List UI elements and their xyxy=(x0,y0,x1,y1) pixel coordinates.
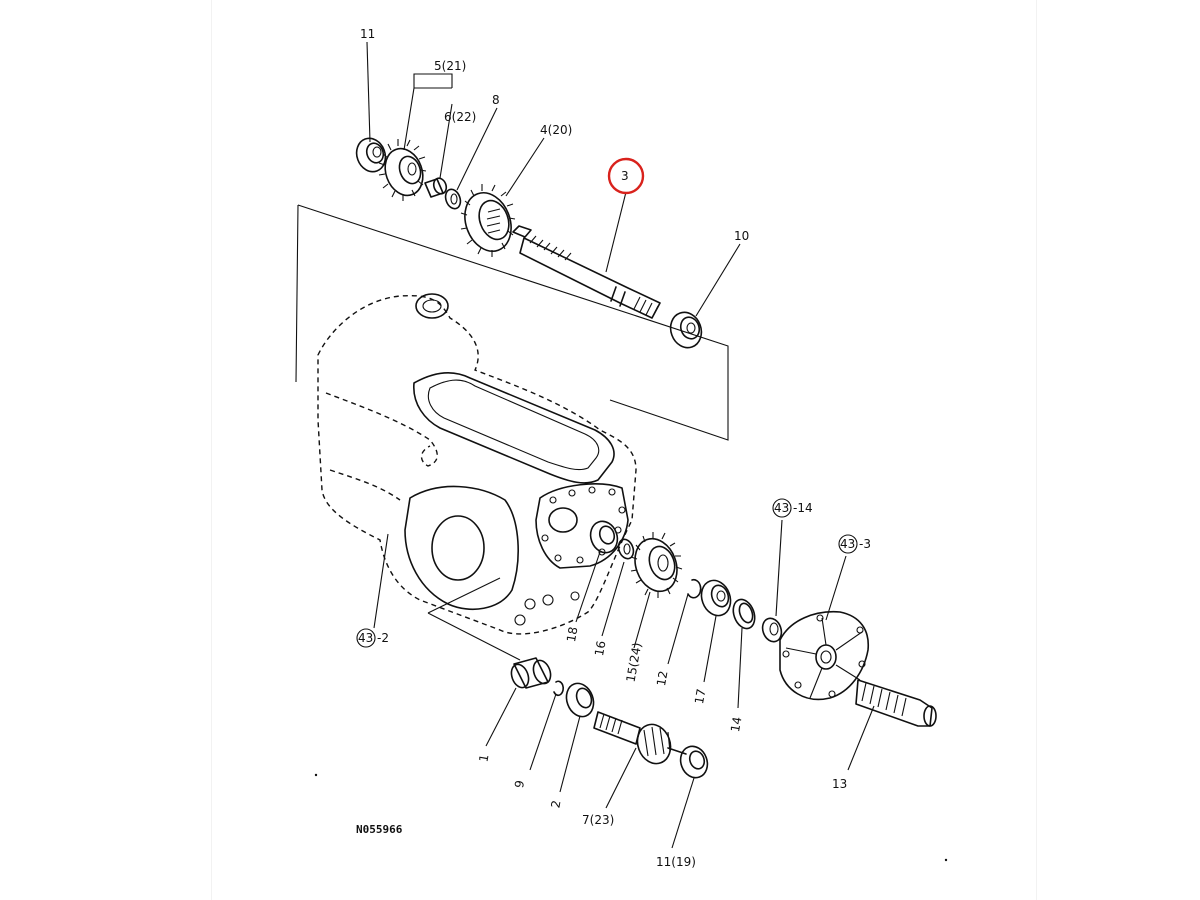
label-43-3-suffix: -3 xyxy=(859,537,871,551)
assembly-bracket-bottom xyxy=(427,577,521,661)
label-1: 1 xyxy=(476,753,491,763)
seal-43-14[interactable] xyxy=(759,616,784,645)
bearing-18[interactable] xyxy=(586,518,621,557)
output-shaft-13[interactable] xyxy=(855,679,937,727)
label-18: 18 xyxy=(564,626,580,643)
label-9: 9 xyxy=(512,779,527,789)
label-7: 7(23) xyxy=(582,813,614,827)
label-11-top: 11 xyxy=(360,27,375,41)
label-8: 8 xyxy=(492,93,500,107)
snap-ring-12[interactable] xyxy=(687,578,702,599)
label-5: 5(21) xyxy=(434,59,466,73)
label-43-14-num: 43 xyxy=(774,501,789,515)
bearing-11-bottom[interactable] xyxy=(676,743,711,782)
callout-3-highlighted[interactable]: 3 xyxy=(607,157,645,195)
washer-8[interactable] xyxy=(443,187,463,211)
label-43-3-num: 43 xyxy=(840,537,855,551)
shaft-3[interactable] xyxy=(512,225,661,319)
gear-5[interactable] xyxy=(378,139,429,201)
washer-16[interactable] xyxy=(616,537,636,561)
snap-ring-9[interactable] xyxy=(553,680,564,697)
bearing-2[interactable] xyxy=(562,680,598,721)
assembly-bracket-top xyxy=(295,204,729,441)
label-6: 6(22) xyxy=(444,110,476,124)
callout-43-3[interactable]: 43 -3 xyxy=(838,534,871,554)
callout-43-2[interactable]: 43 -2 xyxy=(356,628,389,648)
leader-lines xyxy=(366,41,875,849)
scan-speck xyxy=(944,858,948,862)
label-11-bottom: 11(19) xyxy=(656,855,696,869)
scan-speck xyxy=(314,773,318,777)
transmission-housing[interactable] xyxy=(317,293,637,635)
label-43-2-num: 43 xyxy=(358,631,373,645)
sleeve-6[interactable] xyxy=(424,176,448,198)
bearing-11-top[interactable] xyxy=(352,134,390,176)
bearing-10[interactable] xyxy=(666,308,707,352)
cover-43-3[interactable] xyxy=(779,610,869,701)
callout-43-14[interactable]: 43 -14 xyxy=(772,498,813,518)
label-3: 3 xyxy=(621,169,629,183)
label-10: 10 xyxy=(734,229,749,243)
sleeve-1[interactable] xyxy=(508,657,553,690)
gear-4[interactable] xyxy=(457,184,519,258)
label-17: 17 xyxy=(692,688,708,705)
label-13: 13 xyxy=(832,777,847,791)
page-panel xyxy=(212,0,1036,900)
label-15: 15(24) xyxy=(624,642,645,684)
drawing-code: N055966 xyxy=(356,823,403,836)
label-4: 4(20) xyxy=(540,123,572,137)
label-43-2-suffix: -2 xyxy=(377,631,389,645)
seal-14[interactable] xyxy=(729,596,758,631)
label-43-14-suffix: -14 xyxy=(793,501,813,515)
label-12: 12 xyxy=(654,670,670,687)
label-16: 16 xyxy=(592,640,608,657)
pinion-shaft-7[interactable] xyxy=(593,711,687,768)
bearing-17[interactable] xyxy=(697,576,736,619)
gear-15[interactable] xyxy=(628,532,684,598)
label-14: 14 xyxy=(728,716,744,733)
label-2: 2 xyxy=(548,799,563,809)
